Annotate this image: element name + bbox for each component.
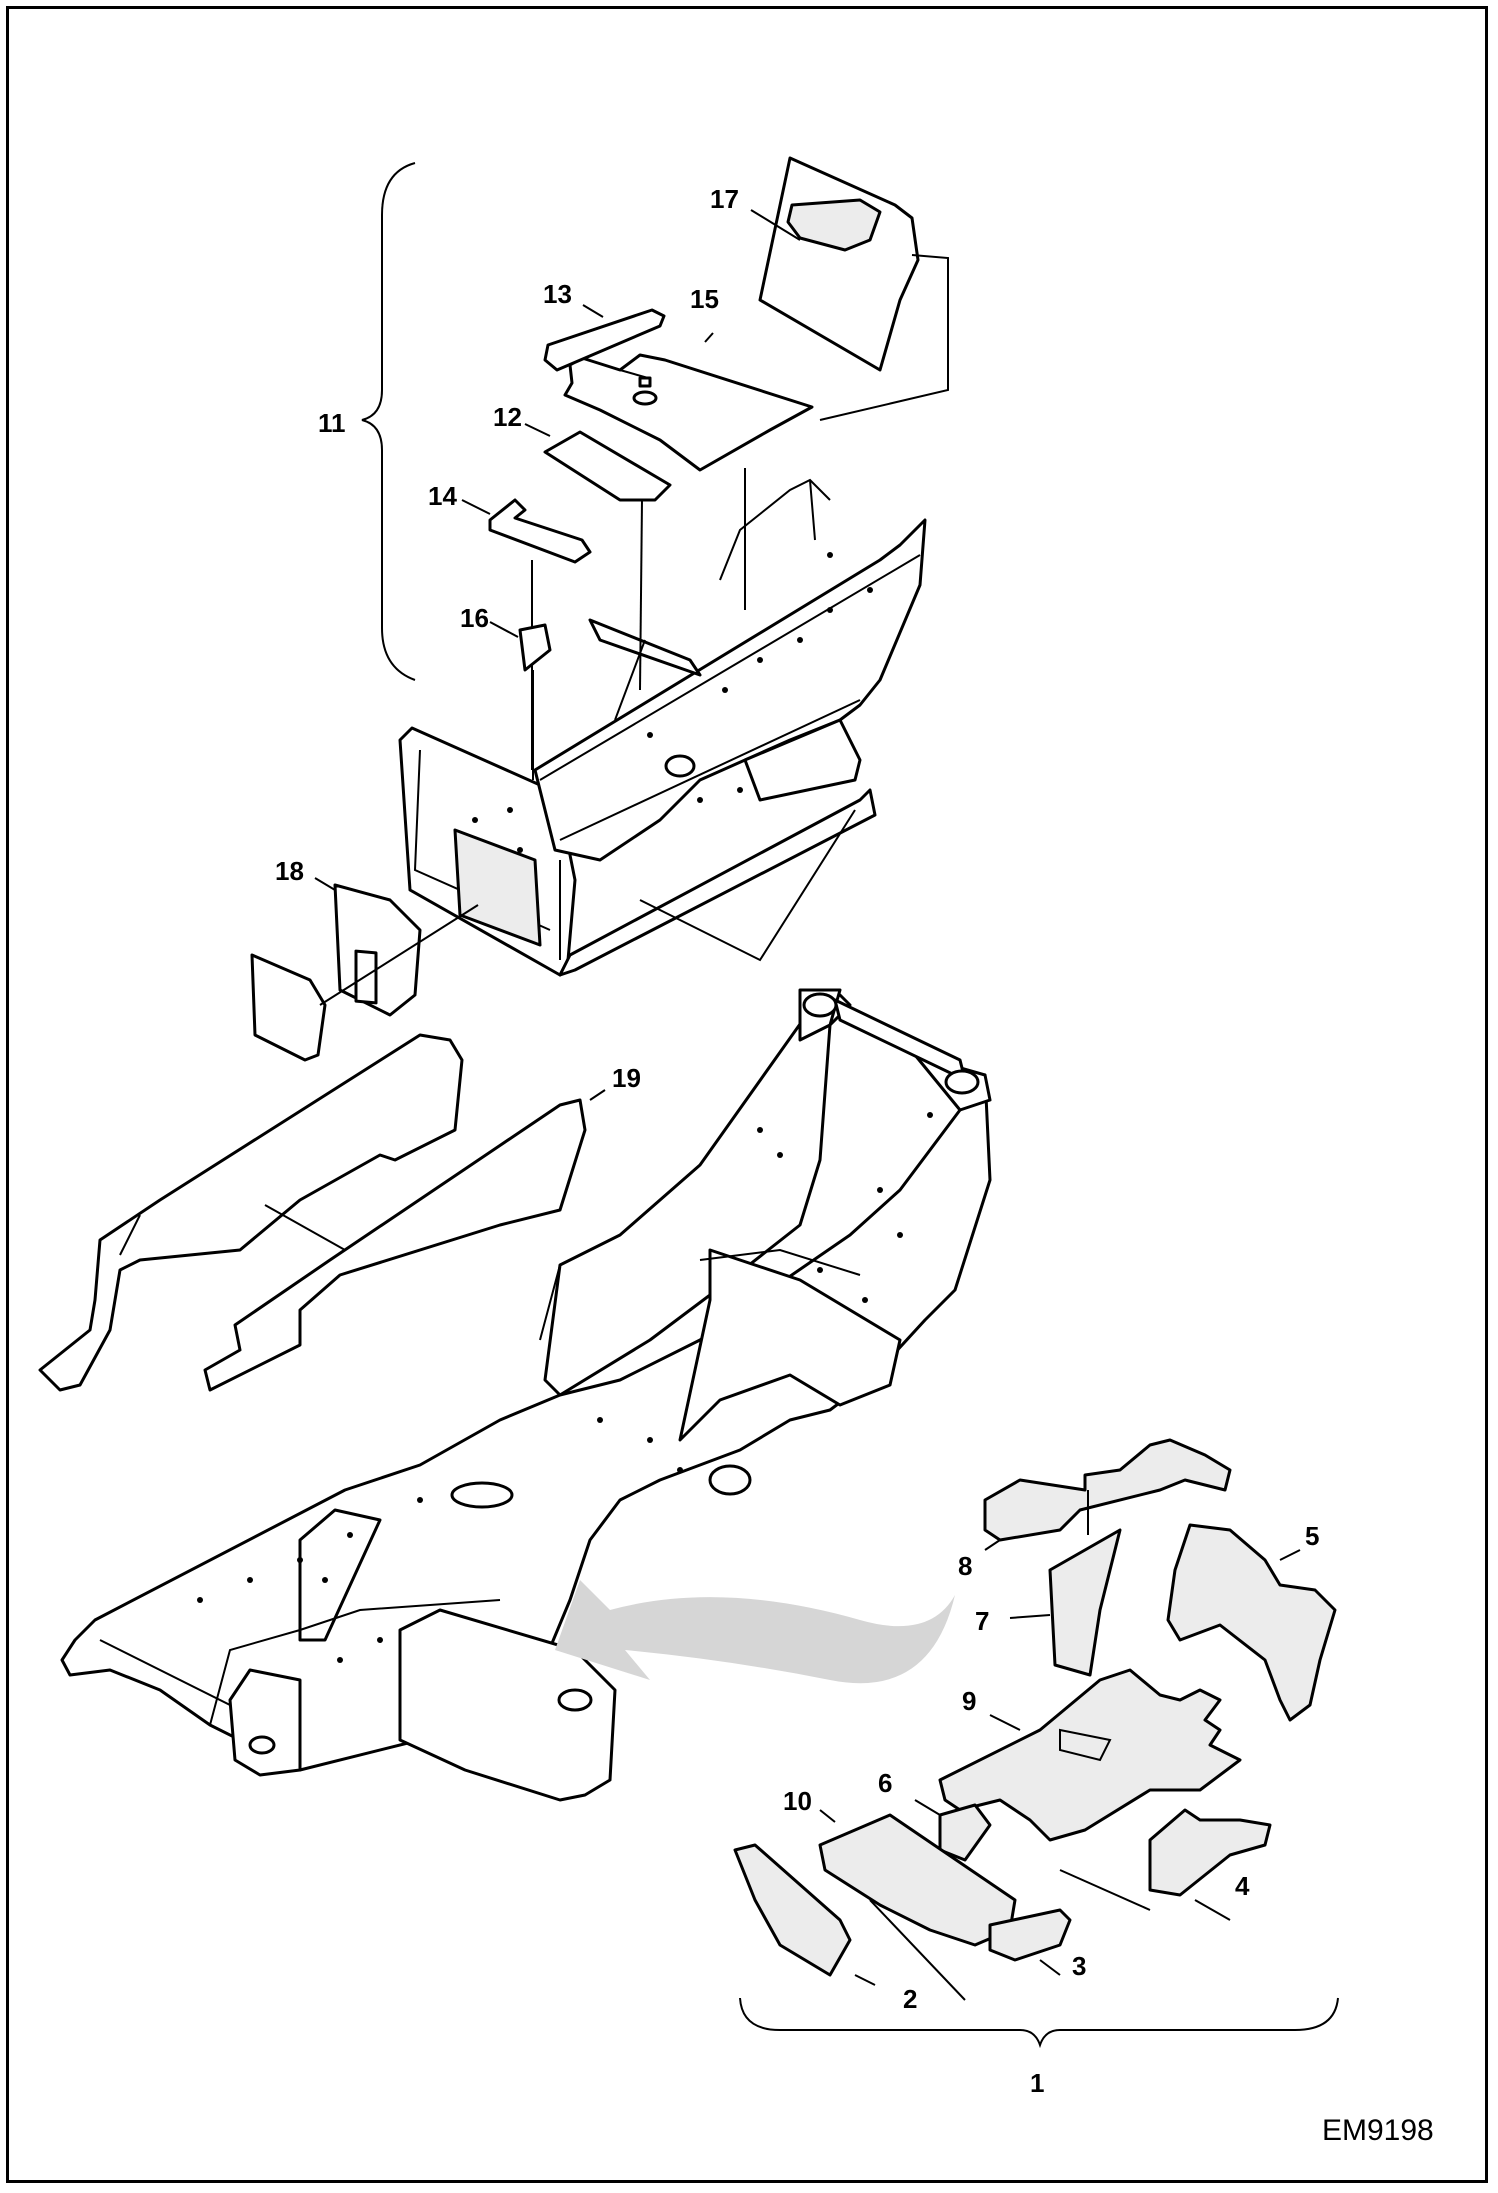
lower-main-frame xyxy=(60,988,992,1802)
part-7 xyxy=(1009,1490,1122,1677)
part-10 xyxy=(818,1809,1017,2001)
callout-8: 8 xyxy=(958,1551,972,1581)
upper-frame-weldment xyxy=(398,478,927,977)
callout-labels: 1 2 3 4 5 6 7 8 9 10 11 12 13 14 15 16 1… xyxy=(275,184,1319,2098)
part-9 xyxy=(938,1668,1242,1911)
part-18-side-panel xyxy=(250,877,479,1062)
part-17-back-panel xyxy=(750,156,949,421)
callout-1: 1 xyxy=(1030,2068,1044,2098)
part-19-side-panels xyxy=(38,1033,606,1392)
drawing-border xyxy=(6,6,1488,2183)
part-16-small-block xyxy=(489,621,552,780)
part-12-pad xyxy=(524,423,672,691)
callout-18: 18 xyxy=(275,856,304,886)
part-15-floor-plate xyxy=(563,332,814,610)
frame-holes-lower xyxy=(197,1112,933,1663)
part-5 xyxy=(1166,1523,1337,1722)
callout-10: 10 xyxy=(783,1786,812,1816)
callout-12: 12 xyxy=(493,402,522,432)
callout-13: 13 xyxy=(543,279,572,309)
callout-7: 7 xyxy=(975,1606,989,1636)
callout-6: 6 xyxy=(878,1768,892,1798)
callout-11: 11 xyxy=(318,408,346,438)
part-13-strip xyxy=(543,304,666,372)
part-6 xyxy=(914,1799,992,1862)
callout-5: 5 xyxy=(1305,1521,1319,1551)
callout-19: 19 xyxy=(612,1063,641,1093)
callout-4: 4 xyxy=(1235,1871,1250,1901)
drawing-code: EM9198 xyxy=(1322,2114,1434,2147)
transfer-arrow xyxy=(555,1580,955,1684)
frame-holes xyxy=(472,552,873,853)
callout-14: 14 xyxy=(428,481,457,511)
part-2 xyxy=(733,1843,876,1986)
callout-3: 3 xyxy=(1072,1951,1086,1981)
group-brace-1 xyxy=(739,1997,1339,2049)
part-3 xyxy=(988,1908,1072,1976)
callout-17: 17 xyxy=(710,184,739,214)
callout-9: 9 xyxy=(962,1686,976,1716)
group-brace-11 xyxy=(361,162,416,681)
callout-2: 2 xyxy=(903,1984,917,2014)
part-8 xyxy=(983,1438,1232,1551)
part-4 xyxy=(1148,1808,1272,1921)
callout-15: 15 xyxy=(690,284,719,314)
callout-16: 16 xyxy=(460,603,489,633)
